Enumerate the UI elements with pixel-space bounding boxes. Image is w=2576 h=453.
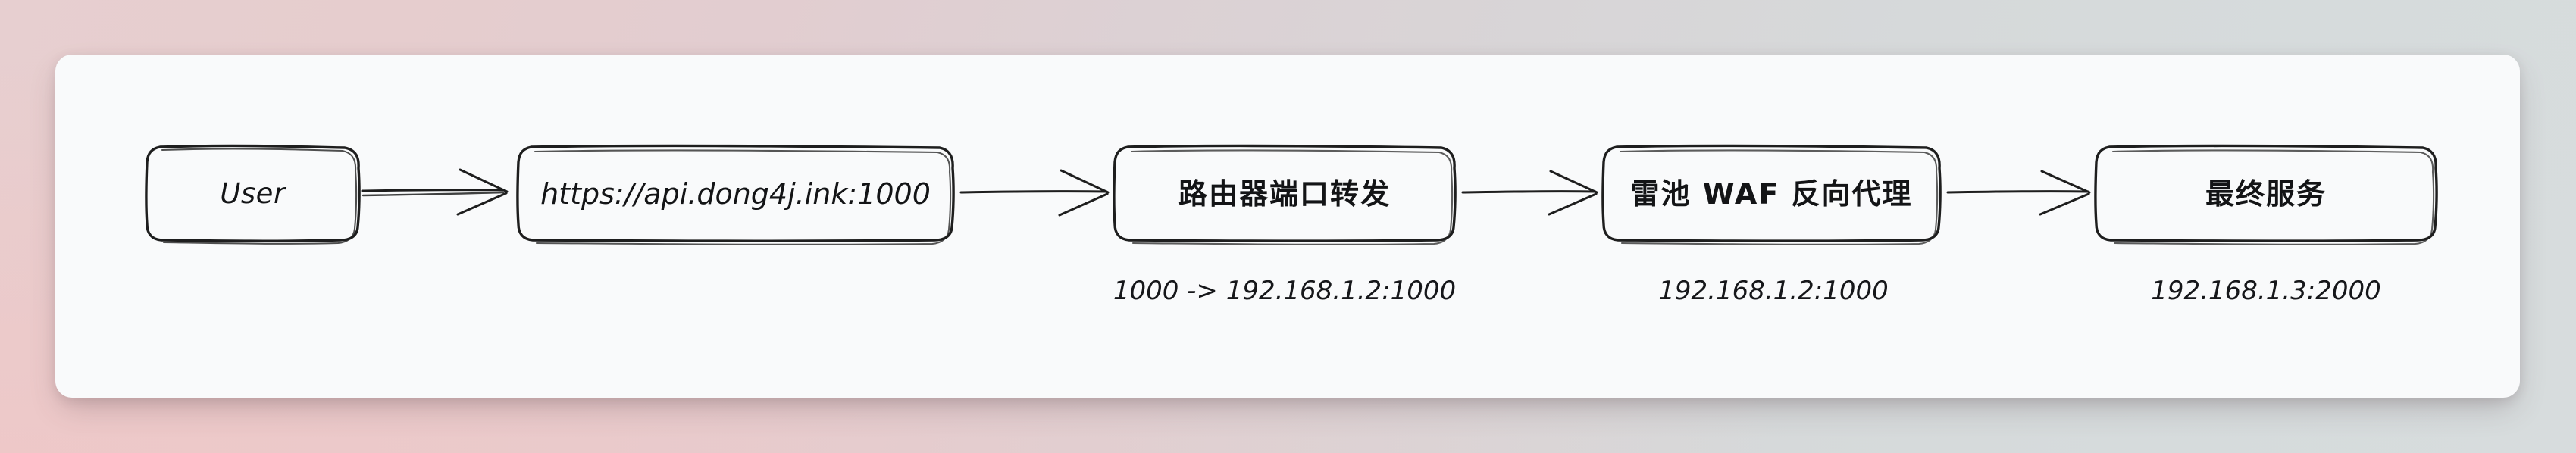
node-text-user: User [220,177,286,210]
node-text-waf: 雷池 WAF 反向代理 [1630,177,1913,211]
node-label-user: User [146,146,359,241]
node-label-router: 路由器端口转发 [1114,146,1455,241]
caption-service-address: 192.168.1.3:2000 [2151,276,2381,306]
node-text-service: 最终服务 [2205,177,2327,211]
node-label-endpoint: https://api.dong4j.ink:1000 [518,146,953,241]
node-label-waf: 雷池 WAF 反向代理 [1603,146,1940,241]
caption-waf-address: 192.168.1.2:1000 [1658,276,1889,306]
caption-router-port-forward: 1000 -> 192.168.1.2:1000 [1113,276,1457,306]
node-text-endpoint: https://api.dong4j.ink:1000 [540,177,931,211]
node-text-router: 路由器端口转发 [1178,177,1391,211]
node-label-service: 最终服务 [2096,146,2437,241]
